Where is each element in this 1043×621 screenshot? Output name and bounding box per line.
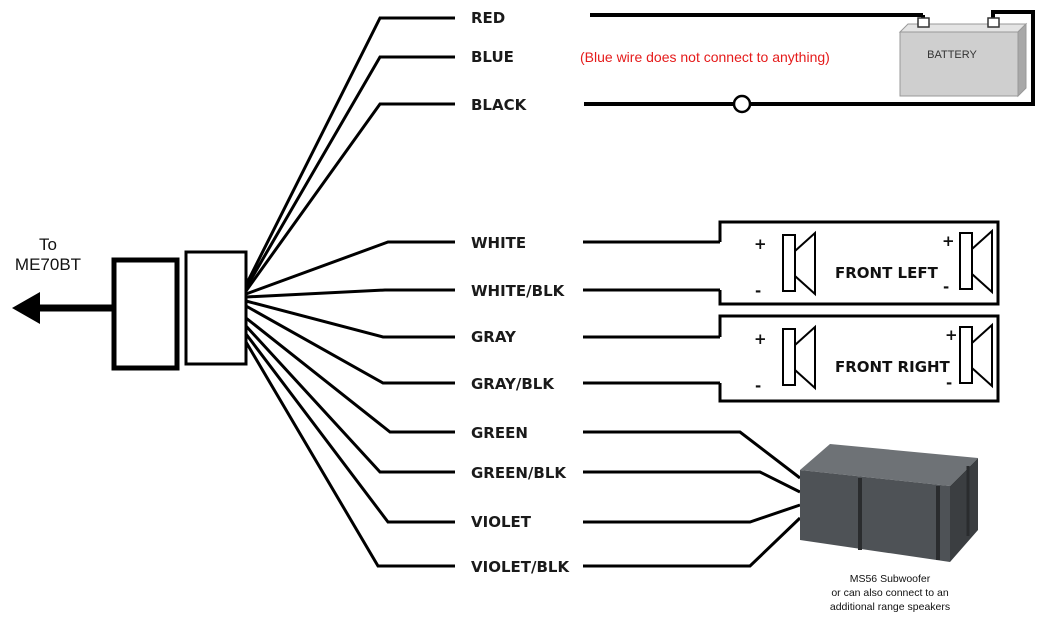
wire-label-white-blk: WHITE/BLK xyxy=(471,282,566,300)
arrow-to-head-unit xyxy=(12,292,112,324)
front-left-plus-left: + xyxy=(754,235,767,253)
front-right-label: FRONT RIGHT xyxy=(835,358,951,376)
wire-label-blue: BLUE xyxy=(471,48,514,66)
wire-label-gray: GRAY xyxy=(471,328,517,346)
subwoofer-caption-line3: additional range speakers xyxy=(830,601,950,613)
battery-label: BATTERY xyxy=(927,49,977,61)
to-label: To xyxy=(39,235,57,254)
speaker-icon xyxy=(782,324,816,391)
front-left-speaker-box xyxy=(718,220,1000,306)
wire-label-gray-blk: GRAY/BLK xyxy=(471,375,555,393)
blue-wire-note: (Blue wire does not connect to anything) xyxy=(580,49,830,65)
front-right-plus-right: + xyxy=(945,326,958,344)
wire-label-green: GREEN xyxy=(471,424,528,442)
front-right-plus-left: + xyxy=(754,330,767,348)
front-left-minus-right: - xyxy=(943,278,949,296)
subwoofer-icon xyxy=(800,444,978,562)
subwoofer-caption-line1: MS56 Subwoofer xyxy=(850,573,931,585)
front-left-minus-left: - xyxy=(755,282,761,300)
harness-plug xyxy=(111,257,180,371)
front-right-minus-right: - xyxy=(946,374,952,392)
battery-wiring xyxy=(584,10,1035,106)
harness-socket xyxy=(184,250,248,366)
speaker-icon xyxy=(782,230,816,297)
fuse-icon xyxy=(732,94,752,114)
speaker-icon xyxy=(959,228,993,295)
to-target-label: ME70BT xyxy=(15,255,81,274)
battery-icon xyxy=(898,17,1028,98)
front-left-plus-right: + xyxy=(942,232,955,250)
wire-label-violet: VIOLET xyxy=(471,513,532,531)
wire-label-red: RED xyxy=(471,9,505,27)
speaker-icon xyxy=(959,322,993,389)
subwoofer-caption-line2: or can also connect to an xyxy=(831,587,948,599)
speaker-wires xyxy=(583,240,720,385)
subwoofer-wires xyxy=(583,430,802,568)
wire-label-black: BLACK xyxy=(471,96,528,114)
front-left-label: FRONT LEFT xyxy=(835,264,939,282)
wire-fanout xyxy=(244,16,455,568)
wire-label-green-blk: GREEN/BLK xyxy=(471,464,567,482)
front-right-speaker-box xyxy=(718,314,1000,403)
front-right-minus-left: - xyxy=(755,377,761,395)
wire-label-white: WHITE xyxy=(471,234,526,252)
wire-label-violet-blk: VIOLET/BLK xyxy=(471,558,570,576)
